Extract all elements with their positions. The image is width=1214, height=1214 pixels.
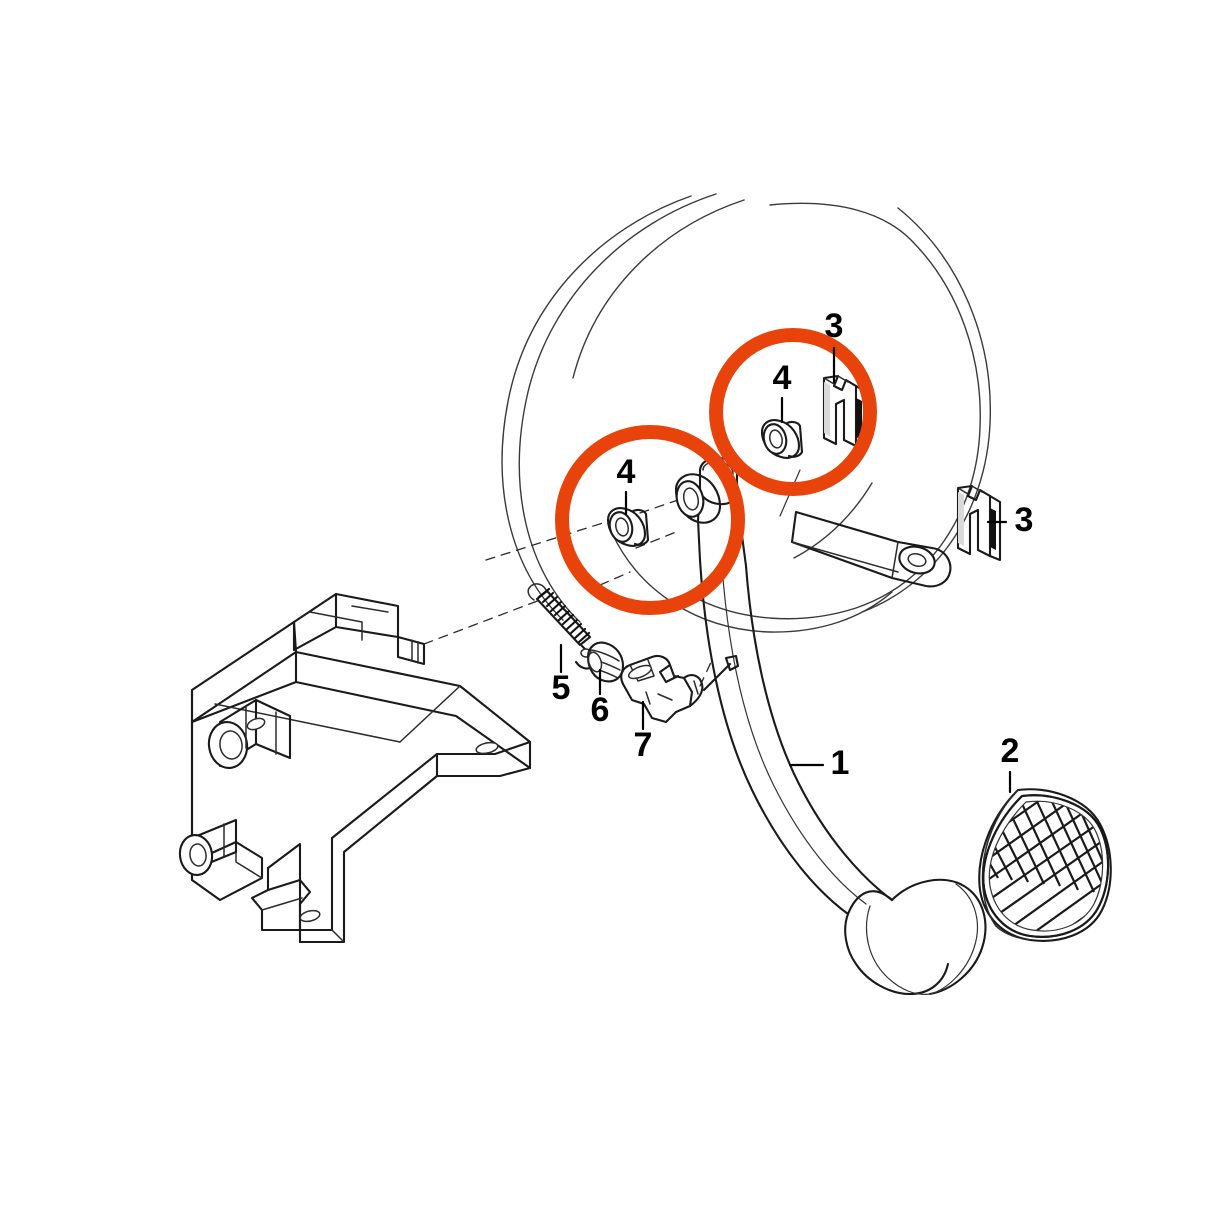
assembly-axis-lines — [423, 499, 713, 687]
brake-booster-ghost — [501, 193, 992, 633]
callout-label-6: 6 — [591, 691, 610, 729]
callout-label-7: 7 — [634, 726, 653, 764]
pedal-mounting-bracket — [178, 592, 532, 944]
retaining-clip-right — [956, 484, 1002, 562]
callout-label-3-right: 3 — [1015, 501, 1034, 539]
callout-labels: 1 2 3 3 4 4 5 6 7 — [552, 307, 1034, 782]
callout-label-3-top: 3 — [825, 307, 844, 345]
clevis-fork — [620, 654, 740, 724]
pedal-bushing-left-inner — [674, 473, 722, 524]
callout-label-5: 5 — [552, 669, 571, 707]
bushing-left-highlight — [555, 425, 745, 615]
pedal-bushing-right — [760, 419, 804, 459]
callout-label-1: 1 — [831, 744, 850, 782]
callout-leaders — [559, 346, 1012, 794]
booster-pushrod-arm — [779, 469, 952, 588]
callout-label-4-right: 4 — [773, 359, 792, 397]
bushing-right-highlight — [709, 328, 877, 496]
callout-label-4-left: 4 — [617, 453, 636, 491]
callout-label-2: 2 — [1001, 732, 1020, 770]
highlight-rings — [555, 328, 877, 615]
pedal-bushing-left — [606, 507, 650, 547]
spring-bushing — [586, 641, 625, 683]
